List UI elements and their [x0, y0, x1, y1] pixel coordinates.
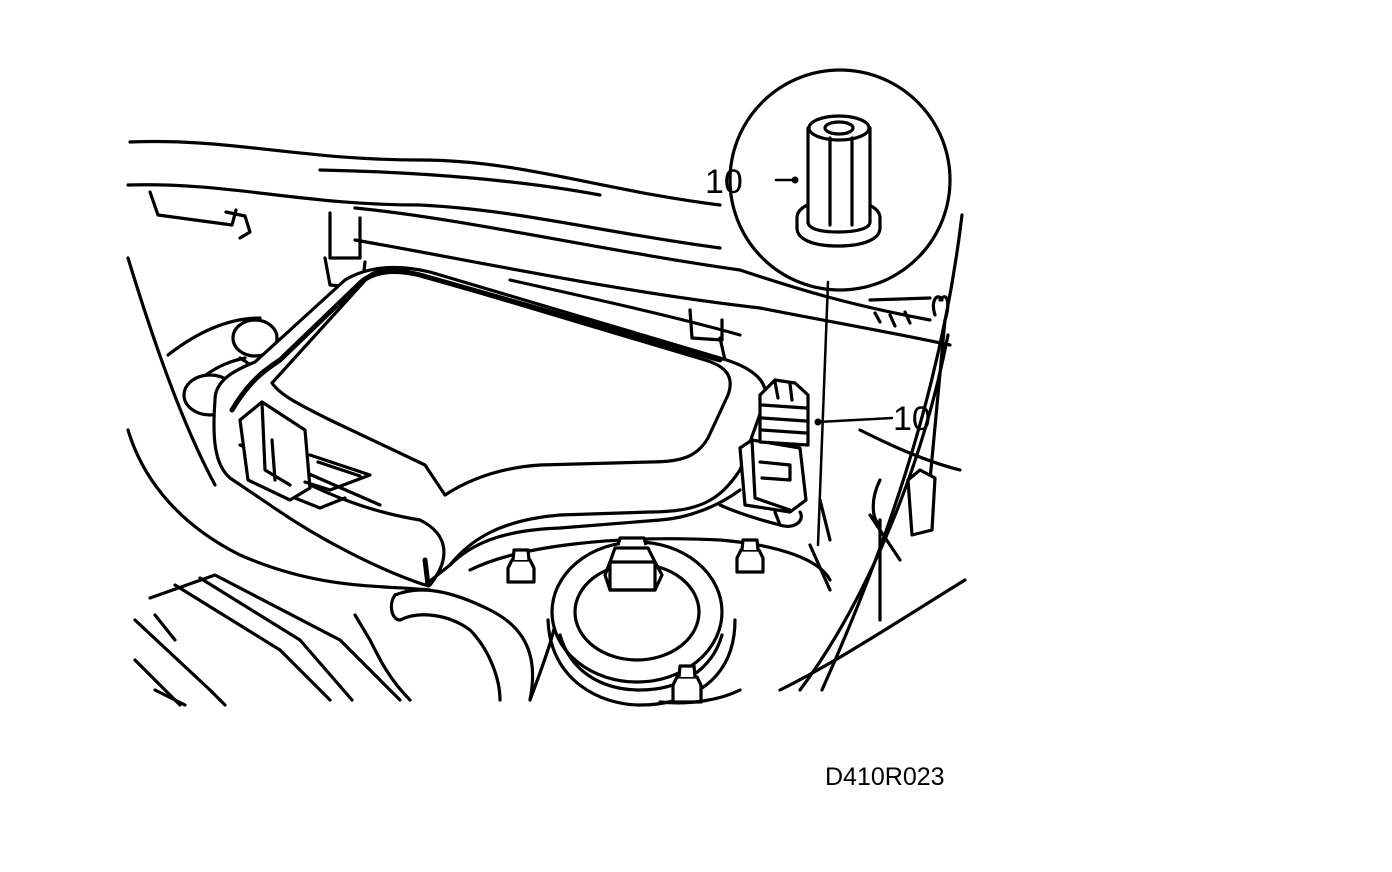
callout-label-relay-connector: 10: [893, 400, 931, 438]
strut-tower: [468, 536, 832, 707]
stud-nut-left: [506, 548, 536, 584]
upper-body-panels: [126, 139, 952, 362]
air-intake: [133, 573, 535, 707]
leader-lines: [774, 176, 894, 547]
figure-code: D410R023: [825, 763, 945, 791]
callout-label-nut-detail: 10: [705, 163, 743, 201]
fuse-box: [212, 265, 768, 588]
stud-nut-right: [735, 538, 765, 574]
nut-detail: [728, 68, 952, 292]
relay-connector: [718, 378, 810, 528]
right-wing: [778, 213, 967, 692]
